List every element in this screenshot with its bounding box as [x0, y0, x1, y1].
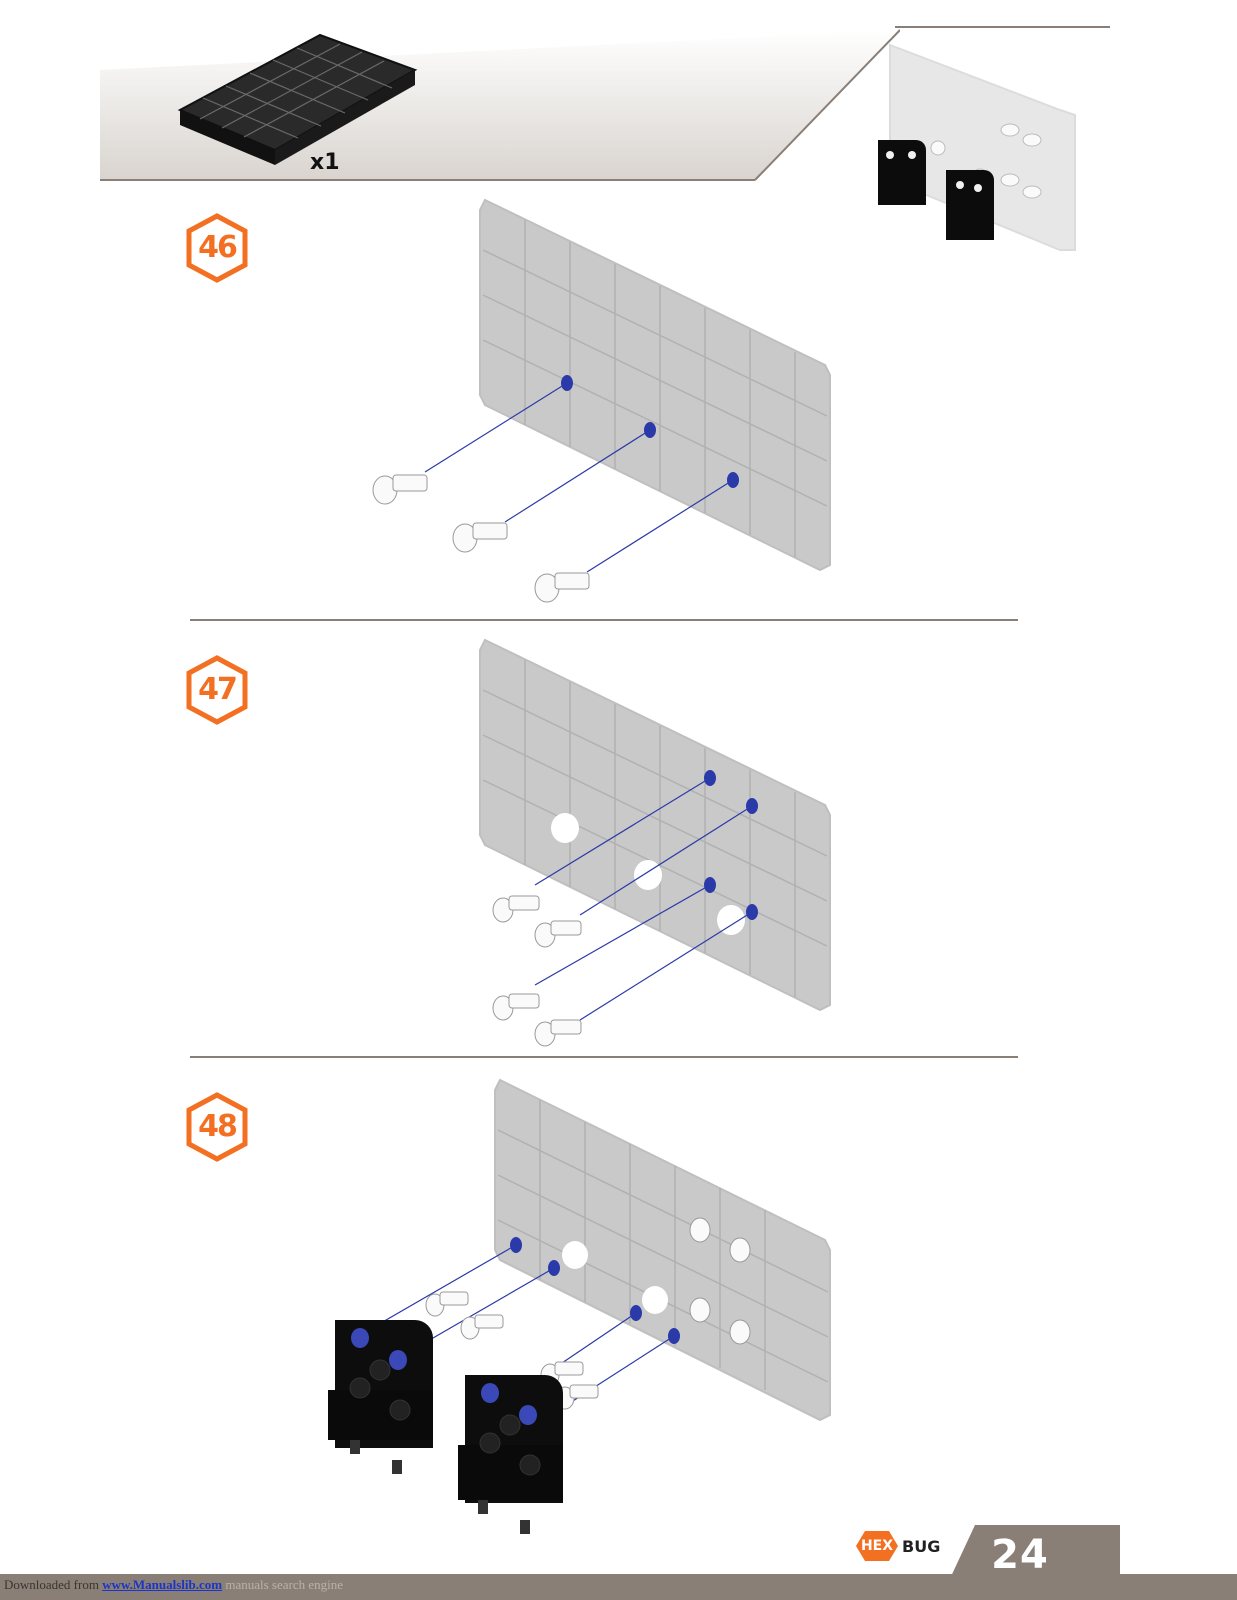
hexagon-icon	[186, 1092, 248, 1162]
assembly-preview	[878, 43, 1076, 251]
page-number-box	[940, 1525, 1120, 1600]
step-48-badge: 48	[185, 1092, 249, 1162]
step-number: 47	[198, 672, 238, 707]
brand-logo: HEX BUG	[855, 1530, 940, 1562]
grid-plate-part-icon	[177, 33, 418, 165]
step-divider	[190, 619, 1018, 621]
step-47-illustration	[479, 638, 831, 1047]
bracket-icon	[328, 1320, 433, 1474]
step-number: 46	[198, 230, 238, 265]
hexagon-icon	[186, 655, 248, 725]
pin-icon	[372, 474, 428, 505]
pin-icon	[534, 1019, 582, 1047]
step-number: 48	[198, 1109, 238, 1144]
step-46-illustration	[372, 198, 831, 603]
pin-icon	[460, 1314, 504, 1340]
part-quantity: x1	[310, 150, 340, 175]
pin-icon	[534, 572, 590, 603]
hexbug-hexagon-icon: HEX	[855, 1530, 899, 1562]
step-46-badge: 46	[185, 213, 249, 283]
step-divider	[190, 1056, 1018, 1058]
pin-icon	[492, 993, 540, 1021]
step-48-illustration	[328, 1078, 831, 1534]
bracket-icon	[458, 1375, 563, 1534]
brand-prefix: HEX	[860, 1538, 894, 1554]
banner-top-line	[895, 26, 1110, 28]
pin-icon	[534, 920, 582, 948]
pin-icon	[425, 1291, 469, 1317]
manualslib-link[interactable]: www.Manualslib.com	[102, 1577, 223, 1592]
step-47-badge: 47	[185, 655, 249, 725]
watermark-prefix: Downloaded from	[4, 1577, 103, 1592]
pin-icon	[452, 522, 508, 553]
watermark-suffix: manuals search engine	[222, 1577, 344, 1592]
download-watermark: Downloaded from www.Manualslib.com manua…	[4, 1577, 343, 1593]
hexagon-icon	[186, 213, 248, 283]
brand-suffix: BUG	[902, 1536, 941, 1556]
pin-icon	[492, 895, 540, 923]
page-number: 24	[991, 1532, 1049, 1578]
